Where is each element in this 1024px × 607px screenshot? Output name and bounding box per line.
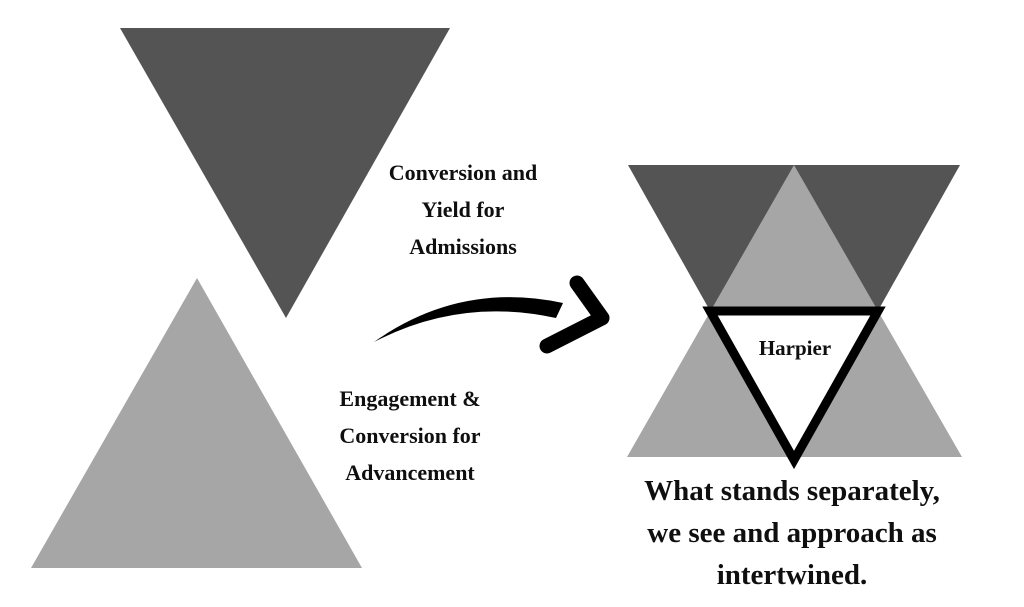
advancement-label-line-3: Advancement <box>345 460 475 485</box>
admissions-label-line-3: Admissions <box>409 234 517 259</box>
overlap-triangle <box>702 306 886 470</box>
admissions-label-line-1: Conversion and <box>388 160 538 185</box>
overlap-label: Harpier <box>758 336 832 360</box>
caption-text: What stands separately, we see and appro… <box>602 470 982 596</box>
caption-line-2: we see and approach as <box>647 517 937 549</box>
advancement-label: Engagement & Conversion for Advancement <box>290 380 530 491</box>
advancement-label-line-2: Conversion for <box>339 423 481 448</box>
left-light-triangle <box>31 278 362 568</box>
caption-line-3: intertwined. <box>716 559 868 591</box>
admissions-label: Conversion and Yield for Admissions <box>343 154 583 265</box>
arrow-head-icon <box>539 275 610 354</box>
advancement-label-line-1: Engagement & <box>339 386 481 411</box>
caption-line-1: What stands separately, <box>644 475 940 507</box>
arrow-shaft <box>374 297 563 342</box>
admissions-label-line-2: Yield for <box>421 197 505 222</box>
left-dark-triangle <box>120 28 450 318</box>
